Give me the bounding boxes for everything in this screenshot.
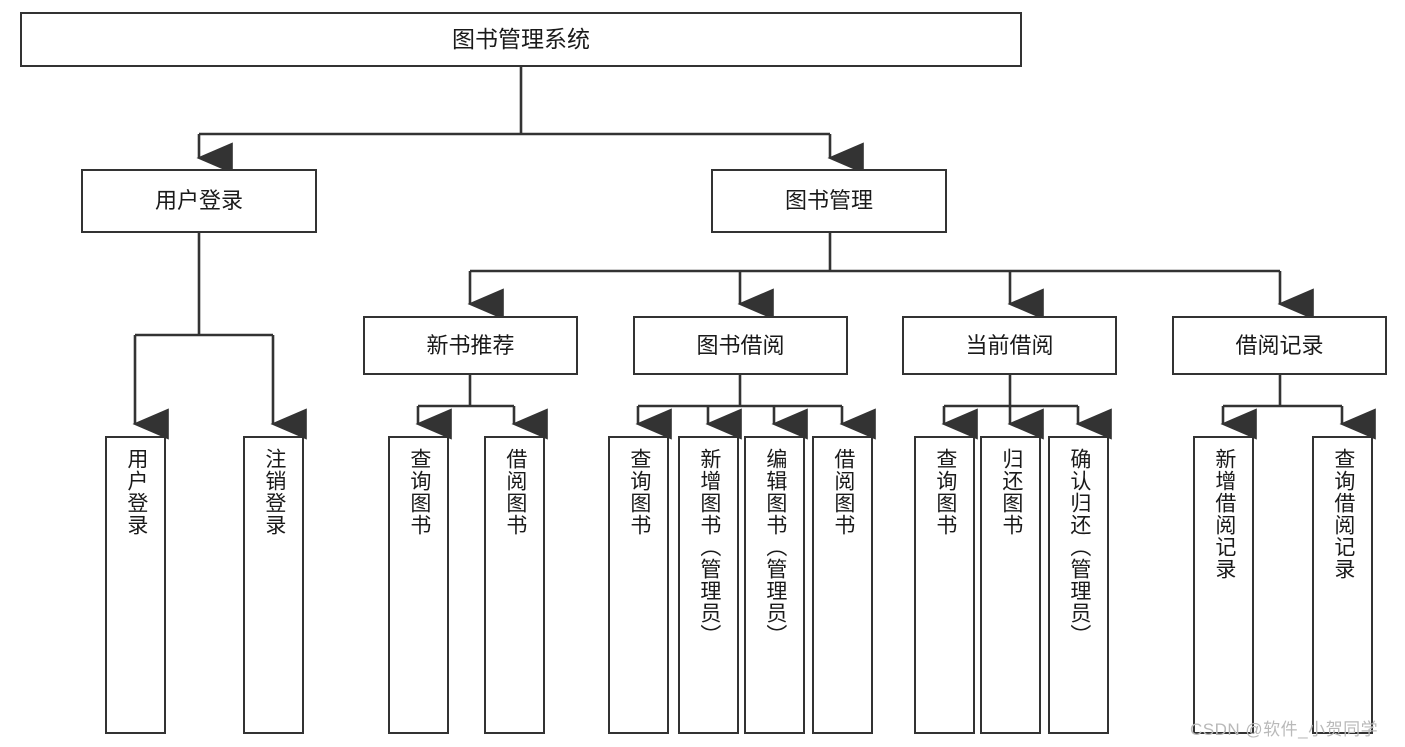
node-label: 用户登录: [154, 188, 243, 214]
csdn-watermark: CSDN @软件_小贺同学: [1190, 720, 1379, 739]
node-label: 图书管理: [784, 188, 873, 214]
leaf-confirm-return-admin[interactable]: 确认归还（管理员）: [1048, 436, 1109, 734]
node-book-borrow[interactable]: 图书借阅: [633, 316, 848, 375]
node-label: 归还图书: [999, 448, 1023, 536]
leaf-user-login[interactable]: 用户登录: [105, 436, 166, 734]
node-label: 借阅图书: [831, 448, 855, 536]
leaf-add-book-admin[interactable]: 新增图书（管理员）: [678, 436, 739, 734]
leaf-logout[interactable]: 注销登录: [243, 436, 304, 734]
leaf-query-book-recommend[interactable]: 查询图书: [388, 436, 449, 734]
node-label: 新书推荐: [426, 332, 515, 358]
node-label: 确认归还（管理员）: [1067, 448, 1091, 646]
node-label: 图书借阅: [696, 332, 785, 358]
node-label: 编辑图书（管理员）: [763, 448, 787, 646]
node-label: 注销登录: [262, 448, 286, 536]
node-book-management[interactable]: 图书管理: [711, 169, 947, 233]
leaf-query-book-current[interactable]: 查询图书: [914, 436, 975, 734]
leaf-add-borrow-record[interactable]: 新增借阅记录: [1193, 436, 1254, 734]
node-label: 借阅记录: [1235, 332, 1324, 358]
leaf-return-book[interactable]: 归还图书: [980, 436, 1041, 734]
node-label: 当前借阅: [965, 332, 1054, 358]
node-label: 用户登录: [124, 448, 148, 536]
node-label: 图书管理系统: [452, 25, 590, 52]
node-borrow-record[interactable]: 借阅记录: [1172, 316, 1387, 375]
leaf-borrow-book-recommend[interactable]: 借阅图书: [484, 436, 545, 734]
node-current-borrow[interactable]: 当前借阅: [902, 316, 1117, 375]
leaf-query-book-borrow[interactable]: 查询图书: [608, 436, 669, 734]
node-new-book-recommend[interactable]: 新书推荐: [363, 316, 578, 375]
node-label: 查询图书: [407, 448, 431, 536]
node-label: 查询借阅记录: [1331, 448, 1355, 580]
node-label: 新增借阅记录: [1212, 448, 1236, 580]
leaf-query-borrow-record[interactable]: 查询借阅记录: [1312, 436, 1373, 734]
node-root-system[interactable]: 图书管理系统: [20, 12, 1022, 67]
leaf-borrow-book[interactable]: 借阅图书: [812, 436, 873, 734]
node-label: 借阅图书: [503, 448, 527, 536]
leaf-edit-book-admin[interactable]: 编辑图书（管理员）: [744, 436, 805, 734]
node-user-login[interactable]: 用户登录: [81, 169, 317, 233]
node-label: 查询图书: [627, 448, 651, 536]
node-label: 新增图书（管理员）: [697, 448, 721, 646]
node-label: 查询图书: [933, 448, 957, 536]
